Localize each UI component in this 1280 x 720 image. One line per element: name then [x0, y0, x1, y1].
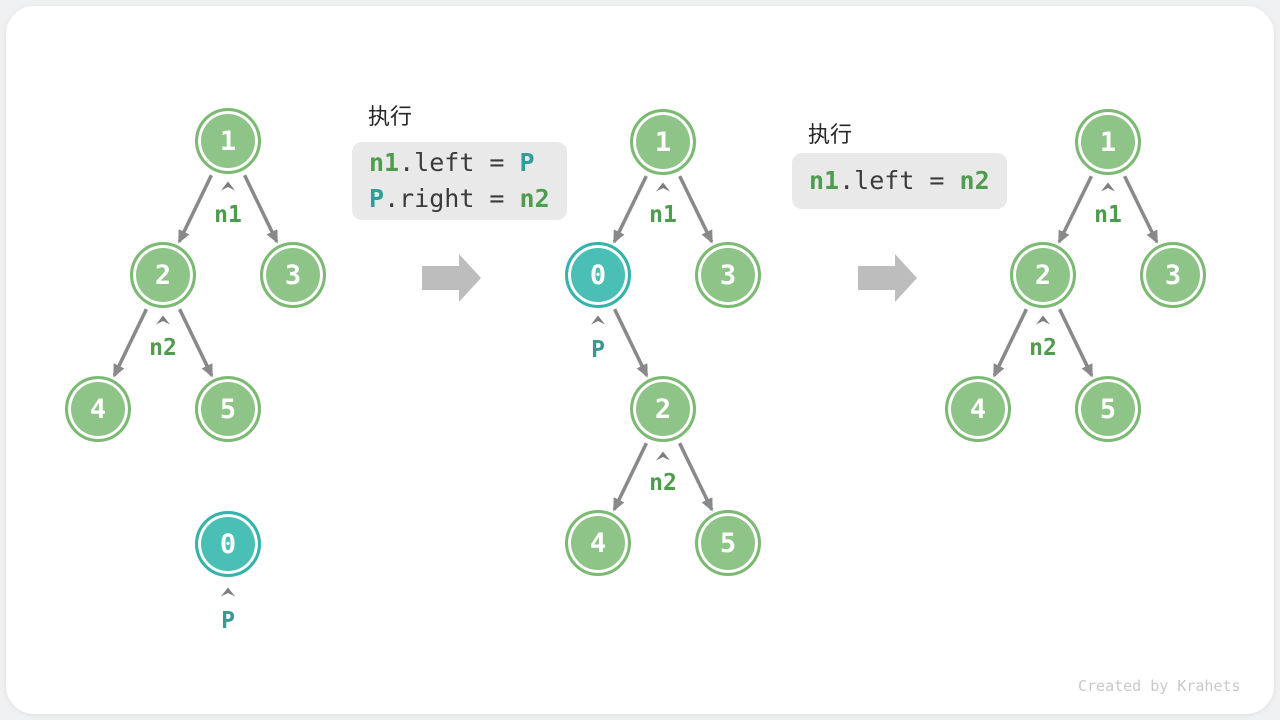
node-value: 2: [154, 259, 172, 291]
tree1-node-0: 0: [195, 511, 261, 577]
tree1-node-3: 3: [260, 242, 326, 308]
node-value: 1: [219, 125, 237, 157]
tree2-node-1: 1: [630, 109, 696, 175]
code-token: .right =: [384, 184, 520, 213]
tree1-node-4: 4: [65, 376, 131, 442]
code-line: P.right = n2: [369, 181, 550, 217]
tree3-node-1: 1: [1075, 109, 1141, 175]
tree2-node-4: 4: [565, 510, 631, 576]
pointer-label-n1: n1: [649, 202, 677, 228]
code-token: P: [369, 184, 385, 213]
pointer-label-p: P: [591, 337, 605, 363]
pointer-label-n1: n1: [214, 202, 242, 228]
up-caret-icon: [656, 451, 670, 461]
pointer-label-p: P: [221, 608, 235, 634]
pointer-label-n2: n2: [149, 335, 177, 361]
pointer-label-n2: n2: [649, 470, 677, 496]
code-token: n1: [809, 166, 840, 195]
node-value: 4: [969, 393, 987, 425]
code-line: n1.left = n2: [809, 163, 990, 199]
code-block-1: n1.left = P P.right = n2: [352, 142, 567, 220]
node-value: 5: [1099, 393, 1117, 425]
code-token: n1: [369, 148, 400, 177]
tree2-node-3: 3: [695, 242, 761, 308]
exec-title: 执行: [808, 122, 853, 147]
node-value: 0: [589, 259, 607, 291]
up-caret-icon: [1036, 315, 1050, 325]
code-token: P: [519, 148, 535, 177]
node-value: 3: [1164, 259, 1182, 291]
up-caret-icon: [591, 315, 605, 325]
code-token: n2: [519, 184, 550, 213]
node-value: 4: [89, 393, 107, 425]
up-caret-icon: [1101, 182, 1115, 192]
tree2-node-5: 5: [695, 510, 761, 576]
code-line: n1.left = P: [369, 145, 550, 181]
canvas-card: [6, 6, 1274, 714]
tree3-node-5: 5: [1075, 376, 1141, 442]
node-value: 1: [654, 126, 672, 158]
tree1-node-1: 1: [195, 108, 261, 174]
node-value: 2: [654, 393, 672, 425]
tree2-node-0: 0: [565, 242, 631, 308]
code-token: .left =: [839, 166, 960, 195]
code-block-2: n1.left = n2: [792, 153, 1007, 209]
up-caret-icon: [221, 181, 235, 191]
up-caret-icon: [221, 587, 235, 597]
node-value: 5: [719, 527, 737, 559]
pointer-label-n1: n1: [1094, 202, 1122, 228]
tree1-node-2: 2: [130, 242, 196, 308]
exec-title: 执行: [368, 104, 413, 129]
node-value: 4: [589, 527, 607, 559]
code-token: .left =: [399, 148, 520, 177]
node-value: 1: [1099, 126, 1117, 158]
tree3-node-2: 2: [1010, 242, 1076, 308]
tree3-node-3: 3: [1140, 242, 1206, 308]
node-value: 5: [219, 393, 237, 425]
watermark-credit: Created by Krahets: [1078, 677, 1241, 695]
node-value: 2: [1034, 259, 1052, 291]
pointer-label-n2: n2: [1029, 335, 1057, 361]
tree1-node-5: 5: [195, 376, 261, 442]
code-token: n2: [959, 166, 990, 195]
up-caret-icon: [156, 315, 170, 325]
tree2-node-2: 2: [630, 376, 696, 442]
tree3-node-4: 4: [945, 376, 1011, 442]
node-value: 3: [719, 259, 737, 291]
node-value: 0: [219, 528, 237, 560]
up-caret-icon: [656, 182, 670, 192]
node-value: 3: [284, 259, 302, 291]
